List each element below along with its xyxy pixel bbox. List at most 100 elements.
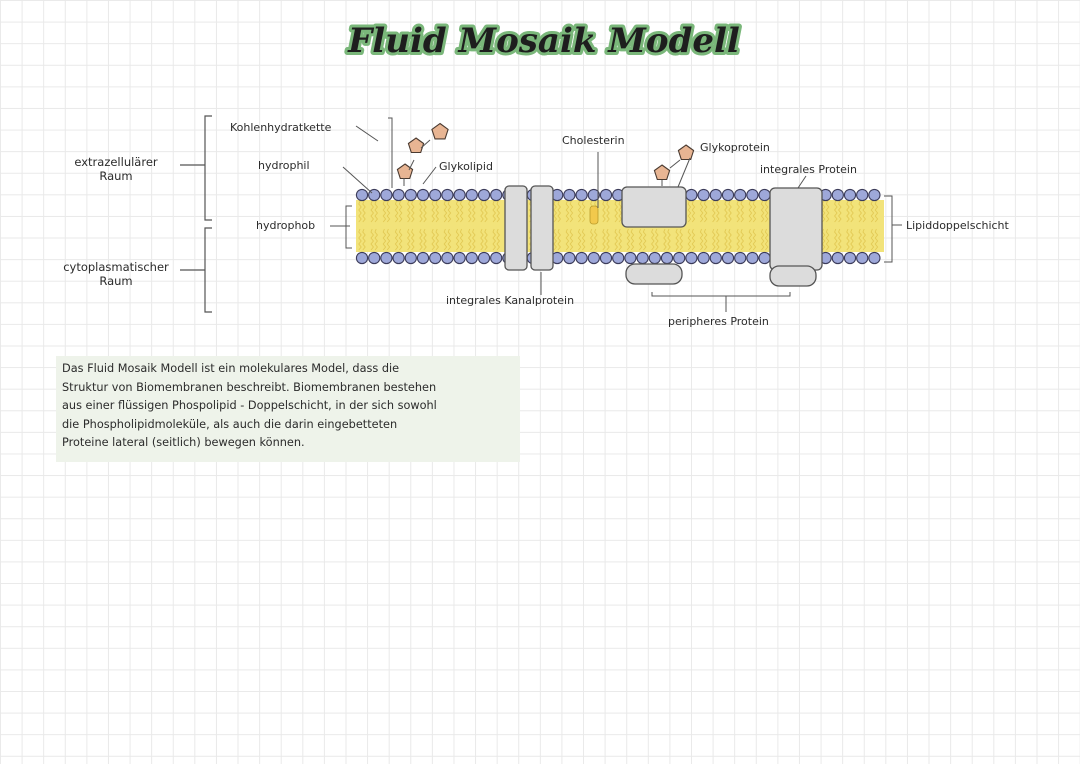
lipid-tail — [386, 200, 391, 223]
lipid-tail — [748, 228, 753, 251]
lipid-tail — [703, 200, 708, 223]
lipid-tail — [821, 200, 826, 223]
lipid-tail — [484, 228, 488, 251]
phospholipid-head — [404, 188, 417, 202]
description-line: die Phospholipidmoleküle, als auch die d… — [62, 417, 398, 431]
phospholipid-head — [648, 251, 661, 265]
phospholipid-head — [563, 188, 576, 202]
lipid-tail — [728, 228, 732, 251]
phospholipid-head — [490, 251, 503, 265]
lipid-tail — [602, 200, 606, 223]
lipid-tail — [553, 228, 557, 251]
phospholipid-head — [856, 251, 869, 265]
phospholipid-head — [624, 251, 637, 265]
phospholipid-head — [490, 188, 503, 202]
lipid-tail — [411, 228, 415, 251]
phospholipid-head — [673, 251, 686, 265]
sugar-pentagon — [407, 137, 425, 154]
lipid-tail — [370, 200, 374, 223]
lipid-tail — [435, 200, 439, 223]
phospholipid-head — [477, 188, 491, 202]
phospholipid-head — [453, 251, 466, 265]
lipid-tail — [496, 228, 500, 251]
lipid-tail — [411, 200, 415, 223]
lipid-tail — [431, 228, 435, 251]
phospholipid-head — [734, 251, 747, 265]
cytoplasmic-label-line2: Raum — [99, 274, 132, 288]
phospholipid-head — [587, 251, 600, 265]
lipid-tail — [569, 200, 574, 223]
lipid-tail — [557, 200, 561, 223]
phospholipid-head — [843, 251, 857, 265]
lipid-tail — [447, 200, 452, 223]
lipid-tail — [419, 228, 423, 251]
lipid-tail — [443, 200, 448, 223]
lipid-tail — [362, 228, 366, 251]
peripheral-proteins — [625, 263, 817, 287]
phospholipid-head — [355, 188, 369, 202]
lipid-tail — [724, 228, 728, 251]
lipid-tail — [602, 228, 606, 251]
region-brackets — [180, 115, 212, 313]
phospholipid-head — [856, 188, 869, 202]
lipid-tail — [480, 200, 484, 223]
lipid-tail — [651, 228, 655, 251]
lipid-tail — [846, 200, 850, 223]
phospholipid-head — [831, 251, 844, 265]
lipid-tail — [862, 228, 866, 251]
lipid-tail — [691, 200, 696, 223]
lipid-tail — [459, 228, 464, 251]
lipid-tail — [736, 228, 740, 251]
lipid-tail — [724, 200, 728, 223]
page-title: Fluid Mosaik Modell — [347, 21, 740, 61]
description-box: Das Fluid Mosaik Modell ist ein molekula… — [56, 356, 520, 462]
phospholipid-head — [746, 251, 759, 265]
lipid-tail — [577, 228, 582, 251]
lipid-tail — [398, 228, 403, 251]
lipid-tail — [358, 200, 362, 223]
lipid-tail — [874, 228, 879, 251]
lipid-tail — [858, 200, 862, 223]
peripheral-protein-label: peripheres Protein — [668, 315, 769, 328]
lipid-tail — [712, 228, 716, 251]
phospholipid-head — [429, 188, 442, 202]
lipid-tail — [480, 228, 484, 251]
phospholipid-head — [868, 188, 881, 202]
phospholipid-head — [429, 251, 442, 265]
sugar-pentagon — [677, 144, 695, 161]
lipid-tail — [614, 200, 618, 223]
lipid-tail — [846, 228, 850, 251]
phospholipid-head — [453, 188, 466, 202]
lipid-tail — [468, 228, 472, 251]
lipid-tail — [431, 200, 435, 223]
lipid-tail — [862, 200, 866, 223]
description-line: Struktur von Biomembranen beschreibt. Bi… — [62, 380, 437, 394]
lipid-tail — [834, 200, 838, 223]
integral-protein-label: integrales Protein — [760, 163, 857, 176]
lipid-tail — [370, 228, 374, 251]
lipid-tail — [358, 228, 362, 251]
lipid-tail — [455, 200, 460, 223]
lipid-tail — [626, 228, 631, 251]
phospholipid-head — [709, 251, 722, 265]
phospholipid-head — [441, 251, 454, 265]
phospholipid-head — [416, 188, 430, 202]
lipid-tail — [594, 228, 598, 251]
phospholipid-head — [563, 251, 576, 265]
phospholipid-head — [465, 188, 478, 202]
lipid-tail — [748, 200, 753, 223]
phospholipid-head — [575, 188, 588, 202]
hydrophobic-label: hydrophob — [256, 219, 315, 232]
lipid-tail — [740, 200, 744, 223]
carbohydrate-chain-label: Kohlenhydratkette — [230, 121, 332, 134]
lipid-tail — [675, 228, 679, 251]
phospholipid-head — [477, 251, 491, 265]
lipid-tail — [630, 228, 635, 251]
lipid-tail — [492, 200, 496, 223]
phospholipid-head — [355, 251, 369, 265]
extracellular-label-line2: Raum — [99, 169, 132, 183]
lipid-tail — [581, 228, 586, 251]
lipid-tail — [618, 200, 622, 223]
phospholipid-head — [685, 251, 698, 265]
phospholipid-head — [734, 188, 747, 202]
